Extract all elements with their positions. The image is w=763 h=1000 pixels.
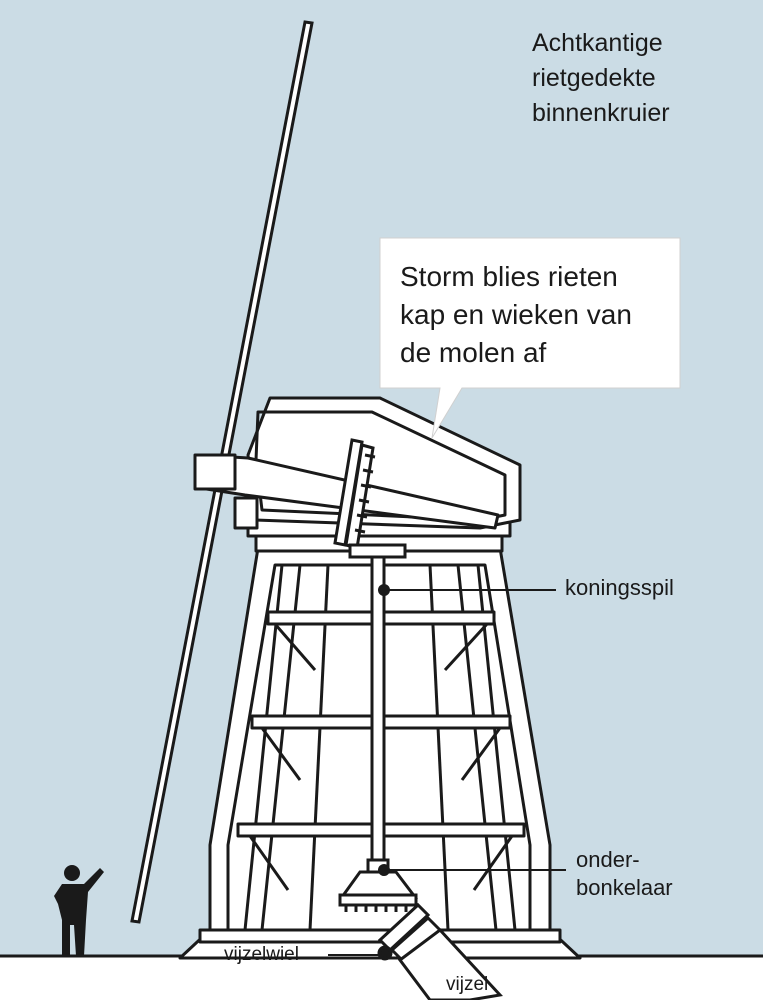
diagram-title: Achtkantige rietgedekte binnenkruier <box>532 26 752 131</box>
label-onderbonkelaar: onder- bonkelaar <box>576 846 673 902</box>
callout-box <box>379 237 681 439</box>
title-line-2: rietgedekte <box>532 64 656 92</box>
label-onderbonkelaar-line-1: onder- <box>576 847 640 872</box>
person-silhouette <box>54 865 104 956</box>
koningsspil-shaft <box>366 555 390 876</box>
brake-wheel <box>333 438 407 559</box>
label-koningsspil: koningsspil <box>565 575 674 600</box>
label-onderbonkelaar-line-2: bonkelaar <box>576 875 673 900</box>
label-vijzelwiel: vijzelwiel <box>224 944 299 965</box>
title-line-1: Achtkantige <box>532 29 663 57</box>
callout-line-3: de molen af <box>400 337 547 368</box>
callout-line-1: Storm blies rieten <box>400 261 618 292</box>
ground <box>0 956 763 1000</box>
label-vijzel: vijzel <box>446 974 489 995</box>
callout-line-2: kap en wieken van <box>400 299 632 330</box>
title-line-3: binnenkruier <box>532 99 670 127</box>
leader-lines <box>328 584 566 959</box>
callout-text: Storm blies rieten kap en wieken van de … <box>400 258 670 372</box>
